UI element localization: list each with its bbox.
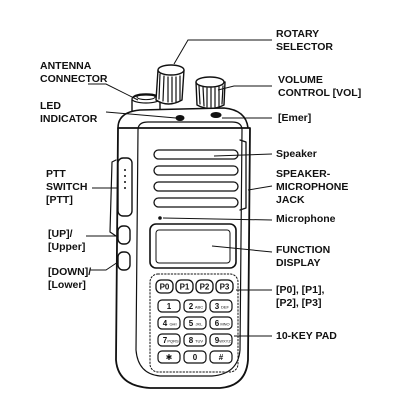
svg-text:JKL: JKL	[196, 322, 204, 327]
leader-down-key	[90, 262, 118, 270]
svg-text:P0: P0	[160, 283, 170, 292]
svg-text:✱: ✱	[166, 353, 173, 362]
key-p0: P0	[156, 280, 173, 293]
key-p2: P2	[196, 280, 213, 293]
key-p3: P3	[216, 280, 233, 293]
svg-text:#: #	[219, 353, 224, 362]
svg-text:P3: P3	[220, 283, 230, 292]
svg-text:ABC: ABC	[195, 305, 203, 310]
svg-text:PQRS: PQRS	[167, 339, 179, 344]
key-1: 1	[158, 300, 180, 312]
label-speaker: Speaker	[276, 148, 317, 161]
leader-rotary-selector	[174, 40, 272, 64]
rotary-selector-knob	[156, 65, 184, 104]
svg-text:P1: P1	[180, 283, 190, 292]
label-p-keys: [P0], [P1],[P2], [P3]	[276, 284, 324, 310]
up-key	[118, 226, 130, 244]
key-star: ✱	[158, 351, 180, 363]
emer-button	[211, 113, 221, 118]
key-hash: #	[210, 351, 232, 363]
down-key	[118, 252, 130, 270]
svg-text:DEF: DEF	[221, 305, 230, 310]
svg-text:2: 2	[189, 302, 194, 311]
leader-speaker-mic-jack	[248, 186, 272, 190]
svg-text:4: 4	[163, 319, 168, 328]
leader-antenna-connector	[88, 84, 138, 100]
svg-text:WXYZ: WXYZ	[219, 339, 231, 344]
label-ten-key-pad: 10-KEY PAD	[276, 330, 337, 343]
label-emer: [Emer]	[278, 112, 311, 125]
svg-text:8: 8	[189, 336, 194, 345]
svg-text:MNO: MNO	[220, 322, 229, 327]
svg-text:1: 1	[167, 302, 172, 311]
svg-text:6: 6	[215, 319, 220, 328]
svg-text:P2: P2	[200, 283, 210, 292]
label-microphone: Microphone	[276, 213, 336, 226]
leader-volume-control	[218, 86, 272, 90]
label-down-key: [DOWN]/[Lower]	[48, 266, 91, 292]
svg-text:3: 3	[215, 302, 220, 311]
svg-text:GHI: GHI	[169, 322, 176, 327]
volume-control-knob	[196, 77, 225, 109]
microphone-hole	[158, 216, 162, 220]
key-p1: P1	[176, 280, 193, 293]
svg-text:5: 5	[189, 319, 194, 328]
svg-text:0: 0	[193, 353, 198, 362]
svg-text:TUV: TUV	[195, 339, 203, 344]
key-0: 0	[184, 351, 206, 363]
led-indicator	[176, 116, 184, 121]
label-up-key: [UP]/[Upper]	[48, 228, 85, 254]
